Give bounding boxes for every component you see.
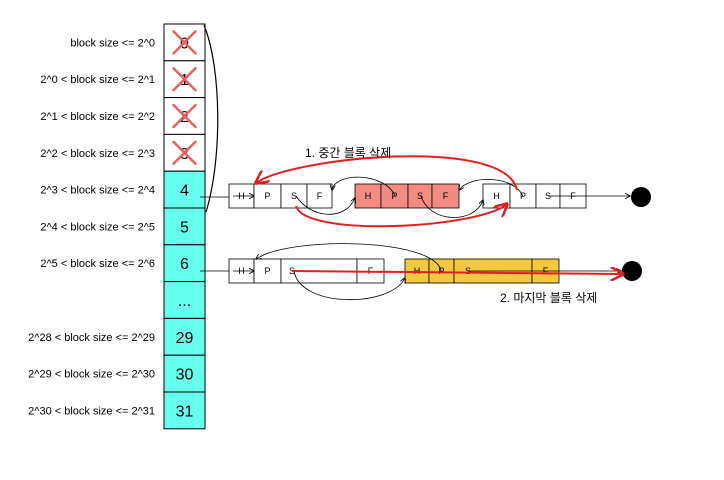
list1-arrow-node2-prev	[332, 176, 396, 197]
table-cell-8	[163, 317, 206, 356]
list1-arrow-node1-next	[295, 195, 355, 215]
size-range-label-2: 2^1 < block size <= 2^2	[40, 111, 155, 123]
table-index-10: 31	[176, 403, 194, 420]
table-index-4: 4	[180, 183, 189, 200]
table-index-5: 5	[180, 219, 189, 236]
table-cell-5	[163, 207, 206, 246]
table-cell-9	[163, 354, 206, 393]
list2-node1-label-p: P	[264, 266, 270, 276]
size-range-label-10: 2^30 < block size <= 2^31	[28, 405, 155, 417]
size-range-label-5: 2^4 < block size <= 2^5	[40, 221, 155, 233]
list1-node2-label-p: P	[391, 191, 397, 201]
list2-node2-label-p: P	[438, 266, 444, 276]
last-delete-label: 2. 마지막 블록 삭제	[500, 291, 597, 305]
list1-node2-label-f: F	[443, 191, 449, 201]
size-range-label-3: 2^2 < block size <= 2^3	[40, 148, 155, 160]
list1-node1-label-p: P	[264, 191, 270, 201]
list2-node2-cell-p	[428, 258, 455, 284]
removed-rows-brace	[203, 24, 219, 213]
size-range-label-0: block size <= 2^0	[70, 37, 155, 49]
middle-delete-label: 1. 중간 블록 삭제	[305, 146, 391, 160]
list1-node1-label-s: S	[291, 191, 297, 201]
table-cell-4	[163, 170, 206, 209]
middle-delete-red-arrow-next	[295, 204, 507, 228]
list1-arrow-node2-next	[420, 195, 483, 218]
table-cell-6	[163, 244, 206, 283]
table-index-8: 29	[176, 330, 194, 347]
list1-null-terminal	[631, 187, 651, 207]
removed-x-icon	[172, 103, 197, 129]
list1-node2-label-s: S	[417, 191, 423, 201]
list1-node2-cell-h	[354, 183, 382, 209]
size-range-label-1: 2^0 < block size <= 2^1	[40, 74, 155, 86]
table-index-7: ...	[178, 293, 191, 310]
list1-node1-cell-f	[306, 183, 333, 209]
list2-arrow-node2-prev	[256, 243, 442, 272]
list1-node2-cell-p	[380, 183, 409, 209]
removed-x-icon	[172, 30, 197, 55]
list1-node3-label-h: H	[493, 191, 500, 201]
table-index-6: 6	[180, 256, 189, 273]
list1-node2-cell-s	[407, 183, 433, 209]
removed-x-icon	[172, 140, 197, 166]
free-list-row-4: H P S F H P S F H P S F	[228, 146, 651, 228]
table-index-9: 30	[176, 367, 194, 384]
size-range-label-9: 2^29 < block size <= 2^30	[28, 369, 155, 381]
list2-node2-label-h: H	[414, 266, 421, 276]
size-range-label-4: 2^3 < block size <= 2^4	[40, 185, 155, 197]
list2-arrow-node1-next	[293, 270, 405, 301]
size-range-label-8: 2^28 < block size <= 2^29	[28, 332, 155, 344]
table-cell-10	[163, 391, 206, 430]
list1-node1-label-f: F	[317, 191, 323, 201]
list1-arrow-node3-prev	[459, 179, 524, 197]
size-range-label-6: 2^5 < block size <= 2^6	[40, 258, 155, 270]
list2-null-terminal	[622, 261, 642, 281]
free-list-row-6: H P S F H P S F 2. 마지막 블록 삭제	[228, 243, 642, 305]
middle-delete-red-arrow-prev	[256, 155, 518, 191]
last-delete-red-arrow	[291, 271, 623, 274]
removed-x-icon	[172, 66, 197, 92]
list1-node2-label-h: H	[365, 191, 372, 201]
table-cell-7	[163, 281, 206, 319]
list1-node2-cell-f	[431, 183, 460, 209]
